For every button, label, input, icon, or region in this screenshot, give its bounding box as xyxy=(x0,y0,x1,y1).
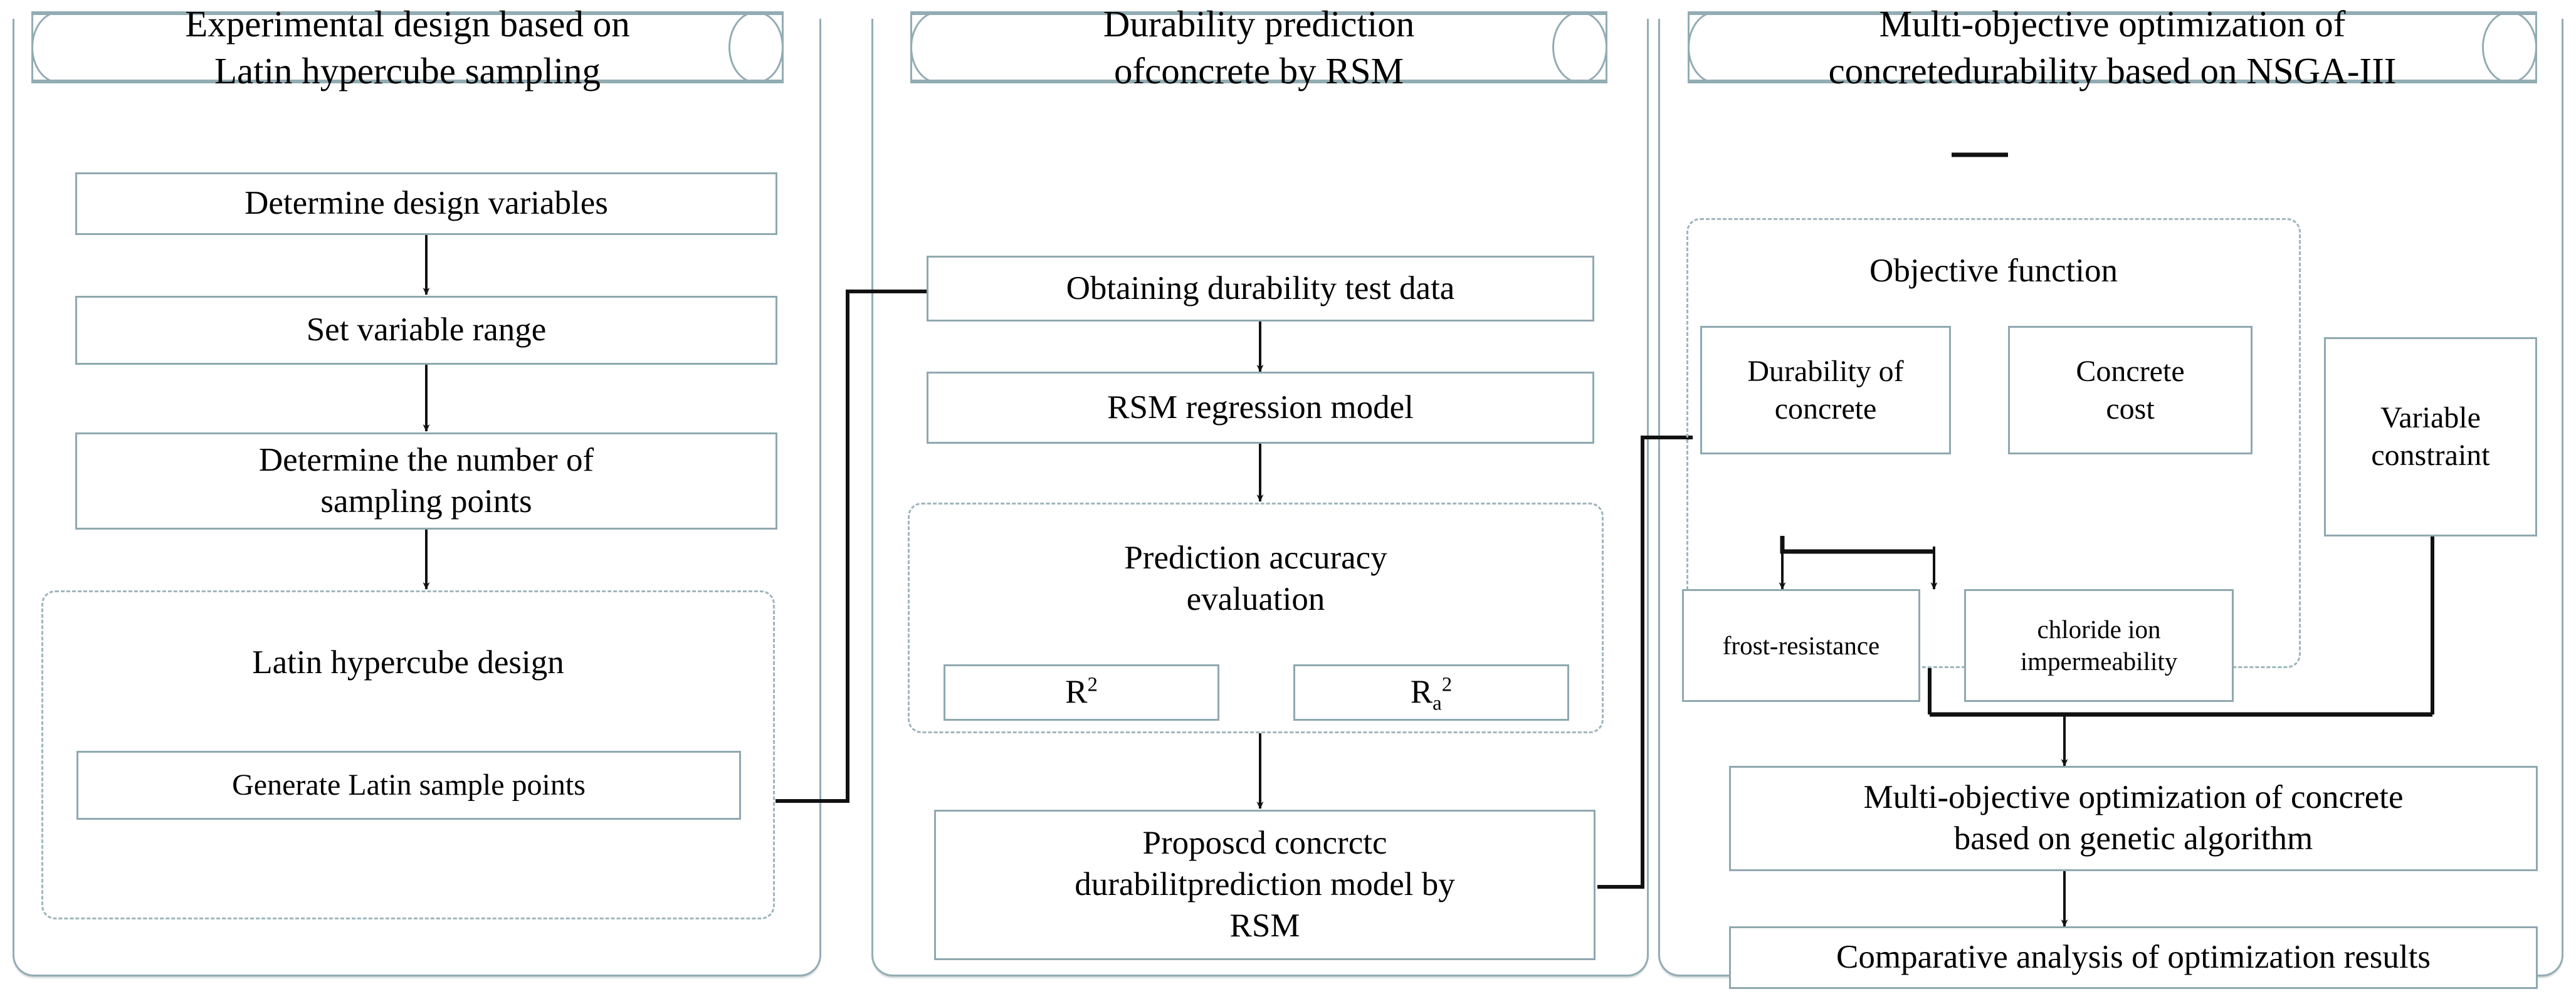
box-comparative-analysis-optimization-results[interactable]: Comparative analysis of optimization res… xyxy=(1729,926,2538,989)
group-latin-hypercube-design-title: Latin hypercube design xyxy=(252,644,564,681)
box-metric-r2[interactable]: R2 xyxy=(944,664,1219,721)
column-2-header-label: Durability prediction ofconcrete by RSM xyxy=(1103,3,1415,92)
cylinder-cap-left xyxy=(910,11,965,83)
cylinder-cap-left xyxy=(31,11,87,83)
box-variable-constraint[interactable]: Variable constraint xyxy=(2324,337,2537,536)
group-latin-hypercube-design xyxy=(41,590,775,919)
cylinder-cap-left xyxy=(1688,11,1743,83)
column-1-header: Experimental design based on Latin hyper… xyxy=(31,3,784,92)
cylinder-cap-right xyxy=(728,11,784,83)
box-label: Determine the number of sampling points xyxy=(258,441,594,520)
cylinder-cap-right xyxy=(2482,11,2537,83)
cylinder-body xyxy=(912,13,1606,81)
box-label: chloride ion impermeability xyxy=(2020,615,2178,676)
box-frost-resistance[interactable]: frost-resistance xyxy=(1682,589,1920,702)
box-durability-of-concrete[interactable]: Durability of concrete xyxy=(1700,326,1951,454)
box-metric-ra2[interactable]: Ra2 xyxy=(1293,664,1569,721)
box-obtaining-durability-test-data[interactable]: Obtaining durability test data xyxy=(927,256,1594,322)
box-label: R2 xyxy=(1065,673,1098,711)
box-label: RSM regression model xyxy=(1107,389,1414,426)
box-rsm-regression-model[interactable]: RSM regression model xyxy=(927,372,1594,444)
box-concrete-cost[interactable]: Concrete cost xyxy=(2008,326,2253,454)
box-determine-number-sampling-points[interactable]: Determine the number of sampling points xyxy=(75,432,777,530)
box-label: frost-resistance xyxy=(1722,630,1880,660)
group-prediction-accuracy-evaluation-title: Prediction accuracy evaluation xyxy=(1124,540,1387,617)
cylinder-body xyxy=(1690,13,2535,81)
box-label: Determine design variables xyxy=(244,185,608,222)
box-label: Set variable range xyxy=(306,311,547,348)
box-determine-design-variables[interactable]: Determine design variables xyxy=(75,172,777,235)
box-label: Durability of concrete xyxy=(1747,354,1904,426)
box-label: Proposcd concrctc durabilitprediction mo… xyxy=(1075,825,1455,944)
column-3-header-label: Multi-objective optimization of concrete… xyxy=(1828,3,2397,92)
box-multi-objective-optimization-genetic-algorithm[interactable]: Multi-objective optimization of concrete… xyxy=(1729,766,2538,871)
column-2-header: Durability prediction ofconcrete by RSM xyxy=(910,3,1607,92)
cylinder-cap-right xyxy=(1552,11,1607,83)
column-3-header: Multi-objective optimization of concrete… xyxy=(1688,3,2537,92)
box-label: Generate Latin sample points xyxy=(232,768,586,802)
box-label: Comparative analysis of optimization res… xyxy=(1836,939,2431,976)
box-generate-latin-sample-points[interactable]: Generate Latin sample points xyxy=(76,751,741,820)
box-proposed-concrete-durability-prediction-model[interactable]: Proposcd concrctc durabilitprediction mo… xyxy=(934,810,1596,960)
box-chloride-ion-impermeability[interactable]: chloride ion impermeability xyxy=(1964,589,2234,702)
box-label: Ra2 xyxy=(1410,673,1453,715)
box-label: Obtaining durability test data xyxy=(1066,269,1455,306)
box-set-variable-range[interactable]: Set variable range xyxy=(75,296,777,365)
box-label: Multi-objective optimization of concrete… xyxy=(1863,779,2404,857)
group-objective-function-title: Objective function xyxy=(1869,253,2118,289)
cylinder-body xyxy=(33,13,782,81)
box-label: Variable constraint xyxy=(2371,401,2490,472)
box-label: Concrete cost xyxy=(2076,354,2185,426)
column-1-header-label: Experimental design based on Latin hyper… xyxy=(185,3,630,92)
